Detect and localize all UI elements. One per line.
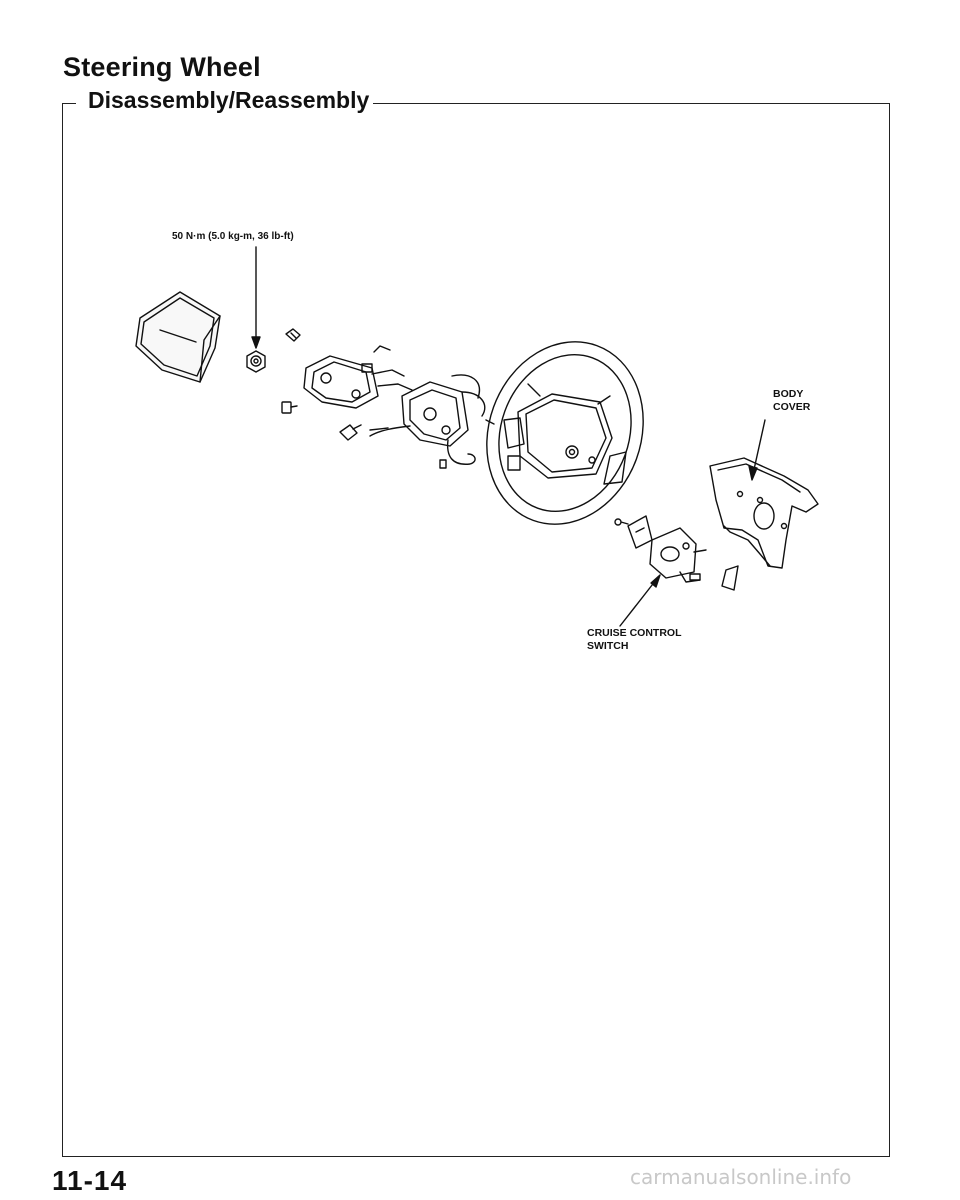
horn-pad <box>136 292 220 382</box>
body-cover <box>710 458 818 568</box>
cruise-switch-bracket <box>628 516 652 548</box>
page-number: 11-14 <box>52 1165 128 1196</box>
cruise-switch-label-line: CRUISE CONTROL <box>587 627 682 639</box>
wire-clip <box>340 425 361 440</box>
section-title: Disassembly/Reassembly <box>88 87 374 114</box>
section-frame <box>62 103 890 1157</box>
cruise-switch-leader <box>620 575 660 626</box>
steering-wheel <box>462 320 668 547</box>
cruise-switch-label: CRUISE CONTROL SWITCH <box>587 627 682 653</box>
section-frame-top-left <box>62 103 76 104</box>
horn-screw <box>286 329 300 341</box>
contact-terminal <box>282 402 297 413</box>
torque-spec-label: 50 N·m (5.0 kg-m, 36 lb-ft) <box>172 231 294 242</box>
horn-contact-harness <box>370 375 494 468</box>
body-cover-label-line: COVER <box>773 401 811 413</box>
section-frame-top-right <box>337 103 890 104</box>
body-cover-leader <box>749 420 765 480</box>
body-cover-label: BODY COVER <box>773 388 810 414</box>
page-title: Steering Wheel <box>63 52 261 82</box>
cruise-switch-label-line: SWITCH <box>587 640 629 652</box>
cruise-control-switch <box>650 528 706 582</box>
cruise-screw <box>615 519 628 525</box>
footer-watermark: carmanualsonline.info <box>630 1165 852 1189</box>
horn-plate-assembly <box>304 346 412 408</box>
steering-wheel-nut <box>247 351 265 372</box>
torque-leader <box>252 247 260 348</box>
cruise-switch-clip <box>722 566 738 590</box>
body-cover-label-line: BODY <box>773 388 804 400</box>
